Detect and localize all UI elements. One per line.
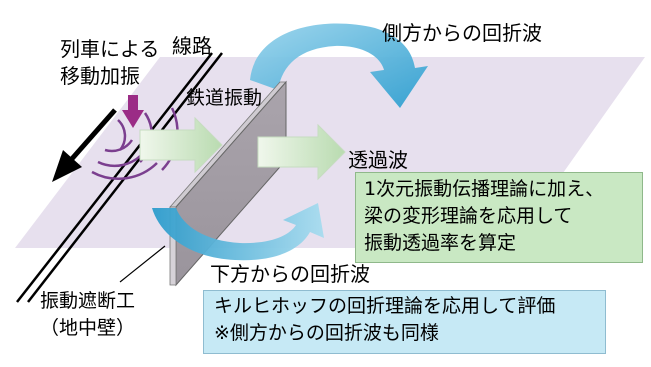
side-diffraction-arrow	[250, 23, 428, 108]
method-note-line2: 梁の変形理論を応用して	[364, 205, 573, 227]
label-train-line1: 列車による	[60, 37, 159, 61]
label-rail-vibration: 鉄道振動	[186, 87, 262, 109]
diffraction-note-line1: キルヒホッフの回折理論を応用して評価	[214, 295, 556, 317]
method-note-line3: 振動透過率を算定	[364, 232, 517, 254]
method-note-line1: 1次元振動伝播理論に加え、	[364, 178, 605, 200]
label-side-diffraction: 側方からの回折波	[382, 21, 542, 45]
wave-arrow-right	[257, 123, 346, 181]
label-transmitted-wave: 透過波	[348, 148, 408, 172]
label-track: 線路	[172, 34, 212, 58]
barrier-pointer-line	[119, 245, 166, 283]
bottom-diffraction-arrow	[152, 203, 324, 261]
train-direction-arrowhead	[52, 150, 82, 182]
label-train-line2: 移動加振	[60, 64, 140, 88]
train-load-arrow-shaft	[128, 95, 138, 111]
method-note-box: 1次元振動伝播理論に加え、 梁の変形理論を応用して 振動透過率を算定	[355, 172, 643, 263]
wave-arrow-left	[139, 116, 223, 174]
diffraction-note-box: キルヒホッフの回折理論を応用して評価 ※側方からの回折波も同様	[203, 290, 606, 354]
train-direction-line	[68, 108, 117, 163]
label-barrier-line1: 振動遮断工	[40, 290, 135, 312]
diffraction-note-line2: ※側方からの回折波も同様	[214, 322, 439, 344]
train-load-arrowhead	[122, 110, 144, 128]
label-bottom-diffraction: 下方からの回折波	[210, 262, 370, 286]
label-barrier-line2: （地中壁）	[40, 317, 135, 339]
